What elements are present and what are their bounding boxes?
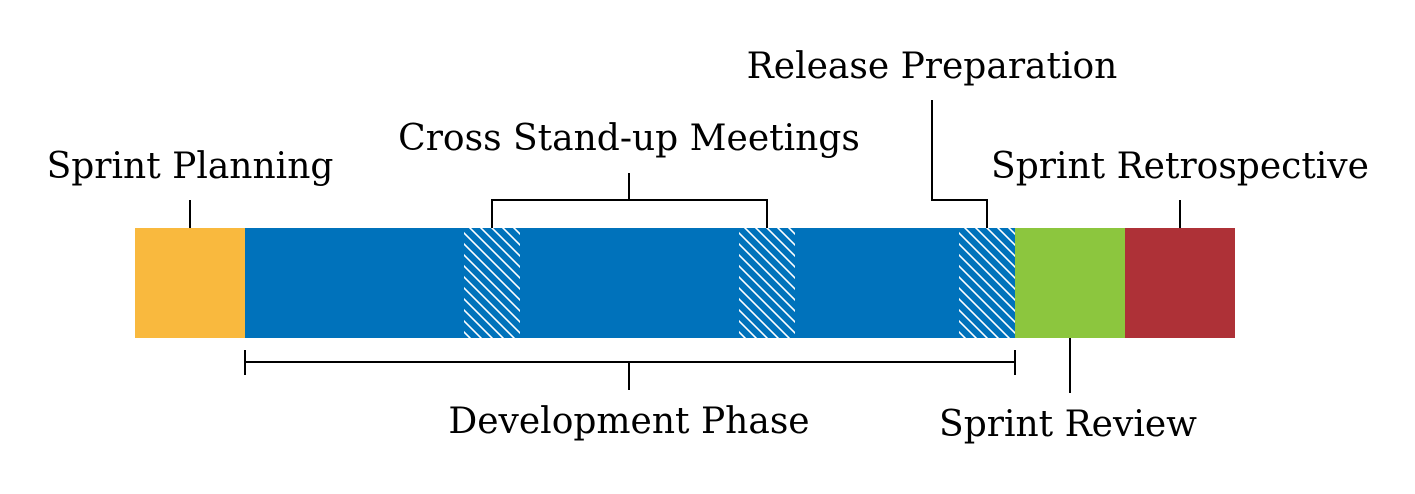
timeline-bar bbox=[135, 228, 1235, 338]
sprint-retrospective-label: Sprint Retrospective bbox=[991, 146, 1369, 187]
release-preparation-leader bbox=[931, 100, 988, 228]
release-preparation-label: Release Preparation bbox=[747, 46, 1118, 87]
development-phase-label: Development Phase bbox=[448, 401, 809, 442]
cross-standup-label: Cross Stand-up Meetings bbox=[398, 118, 860, 159]
release-preparation-block bbox=[959, 228, 1015, 338]
sprint-review-segment bbox=[1015, 228, 1125, 338]
sprint-planning-segment bbox=[135, 228, 245, 338]
sprint-review-label: Sprint Review bbox=[939, 404, 1197, 445]
development-phase-segment bbox=[245, 228, 1015, 338]
development-phase-bracket bbox=[244, 350, 1016, 390]
sprint-planning-label: Sprint Planning bbox=[47, 146, 334, 187]
cross-standup-block-2 bbox=[739, 228, 795, 338]
cross-standup-block-1 bbox=[464, 228, 520, 338]
sprint-retrospective-segment bbox=[1125, 228, 1235, 338]
cross-standup-bracket bbox=[491, 199, 768, 228]
